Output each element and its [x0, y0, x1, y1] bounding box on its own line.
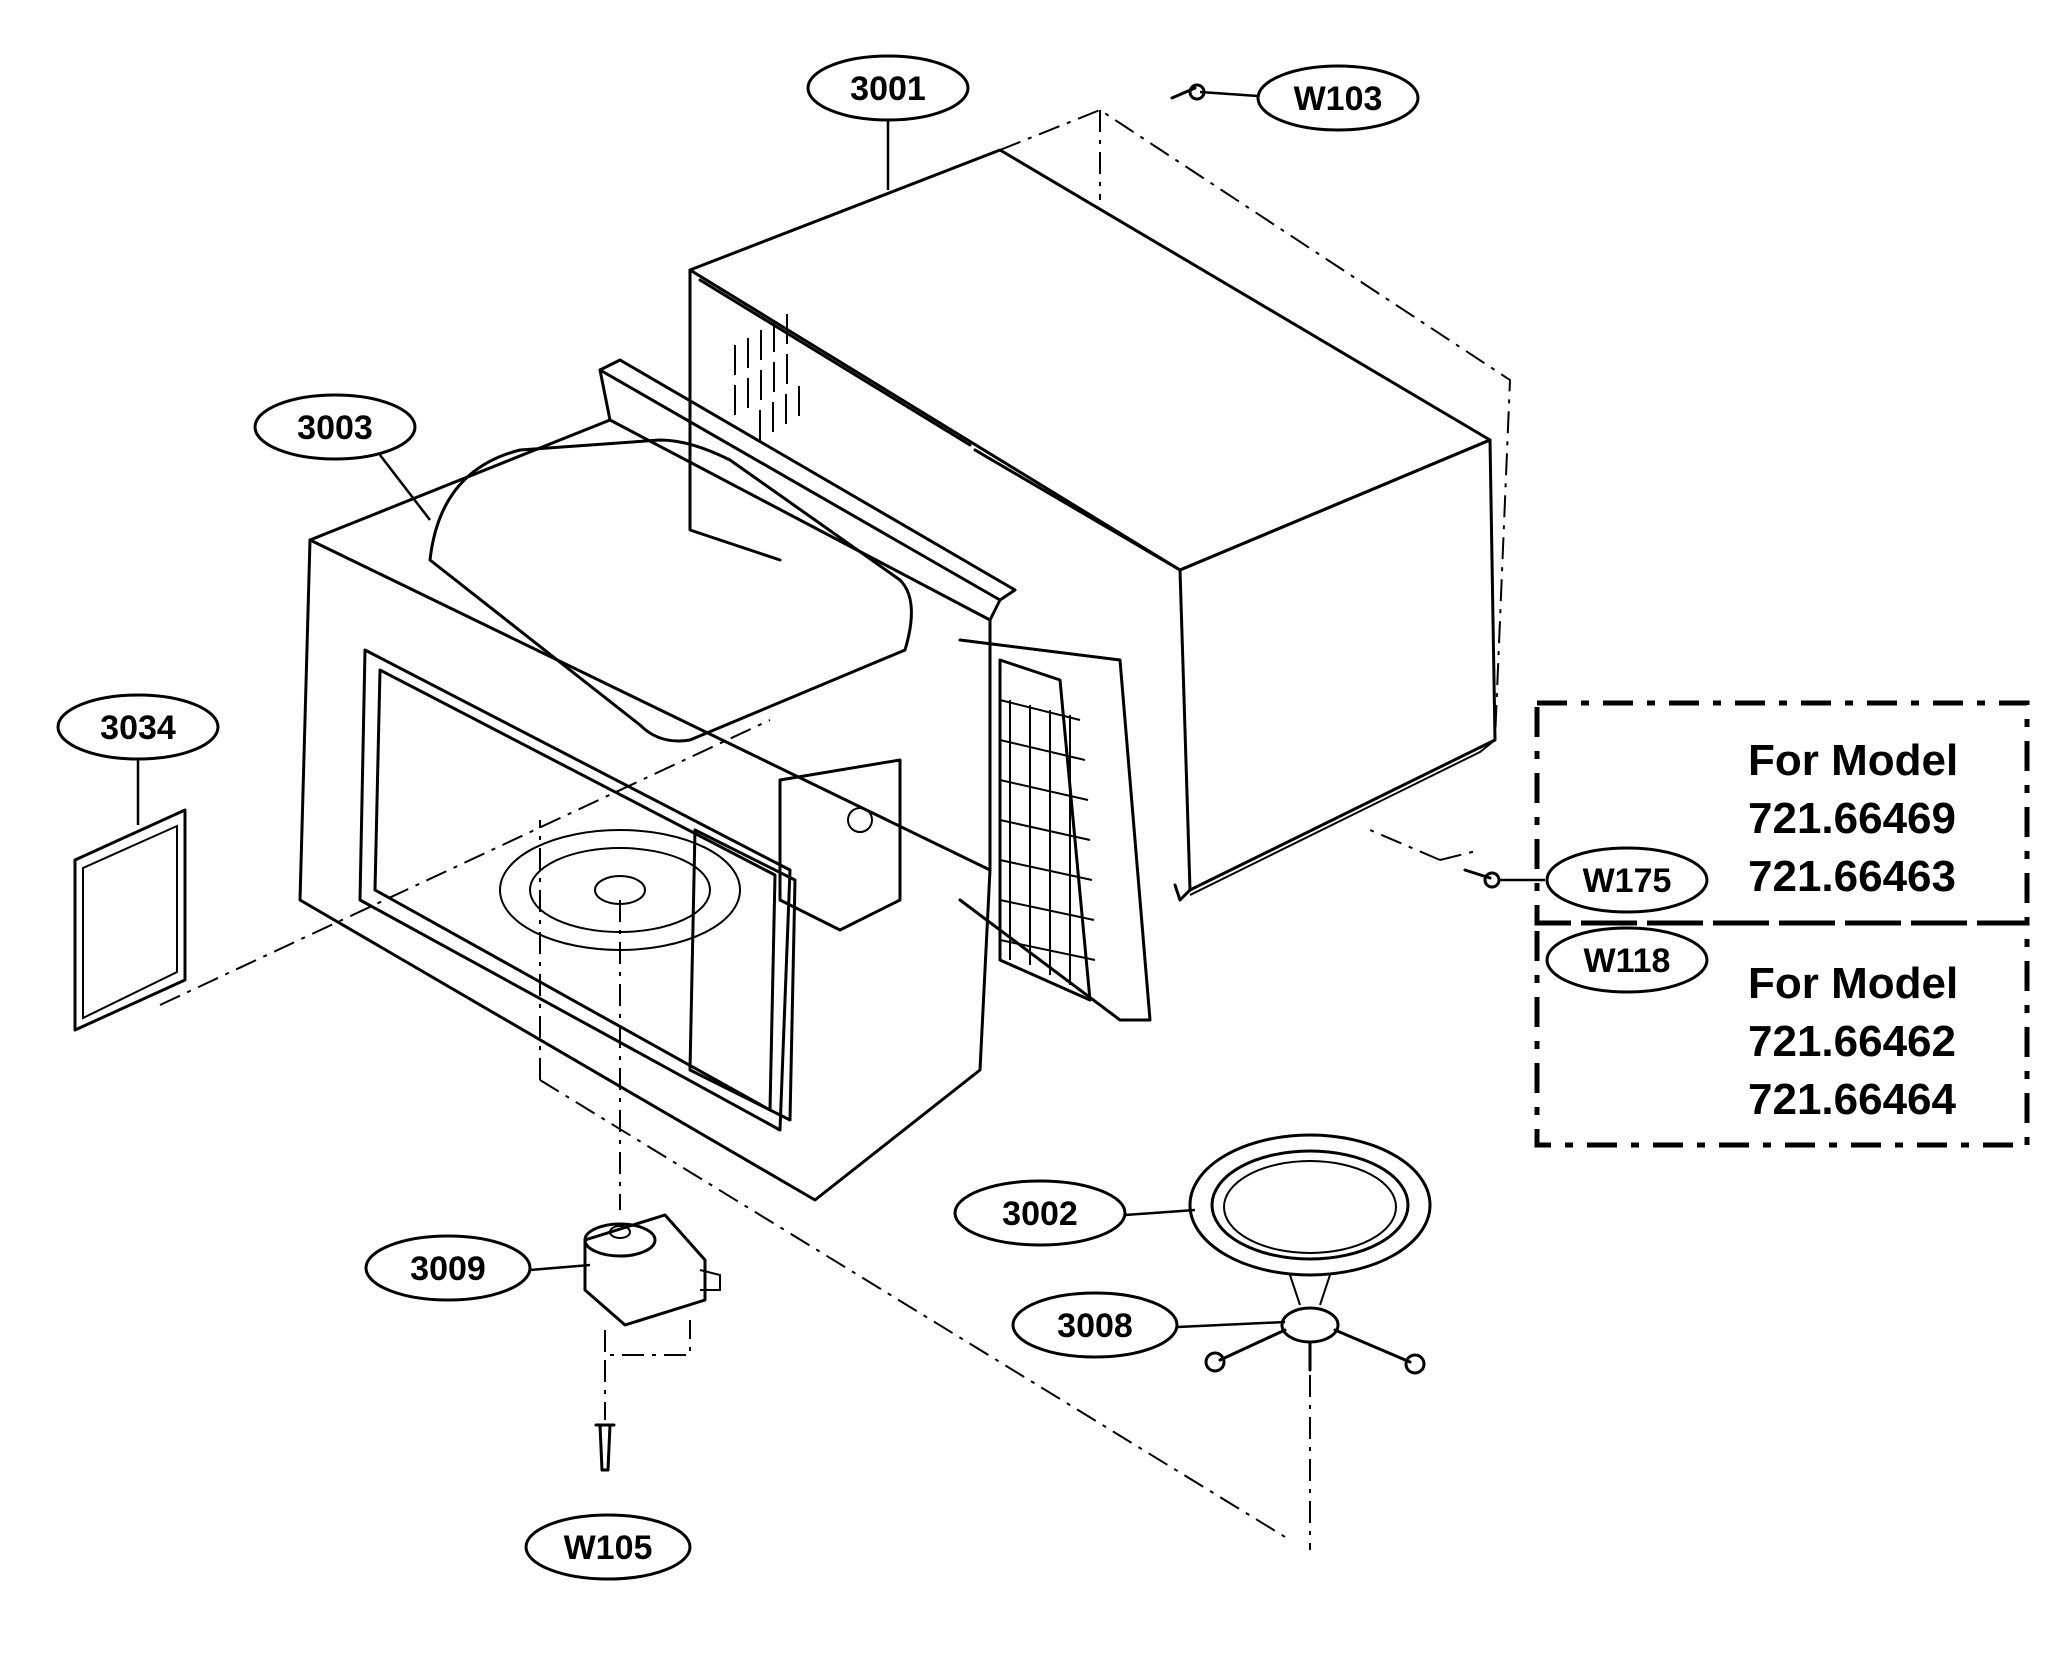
- svg-text:W105: W105: [564, 1529, 653, 1567]
- callout-3002: 3002: [953, 1179, 1127, 1247]
- screw-w103: [1170, 83, 1206, 101]
- callout-3008: 3008: [1011, 1291, 1179, 1359]
- cabinet-envelope-line: [999, 108, 1512, 861]
- glass-tray-3002: [1188, 1133, 1432, 1306]
- svg-text:3003: 3003: [297, 409, 373, 447]
- leader-lines: [136, 90, 1545, 1332]
- svg-text:W103: W103: [1294, 80, 1383, 118]
- svg-text:3008: 3008: [1057, 1307, 1133, 1345]
- svg-text:3002: 3002: [1002, 1195, 1078, 1233]
- model-box-bottom: [1534, 920, 2030, 1148]
- svg-text:3001: 3001: [850, 70, 926, 108]
- svg-text:W175: W175: [1583, 862, 1672, 900]
- model-box-2-heading: For Model: [1748, 959, 1958, 1008]
- svg-text:3034: 3034: [100, 709, 176, 747]
- model-box-1-model-b: 721.66463: [1748, 852, 1956, 901]
- screw-w175: [1463, 868, 1501, 889]
- panel-3034: [73, 808, 187, 1032]
- callout-3034: 3034: [56, 693, 220, 761]
- callout-w175: W175: [1545, 846, 1709, 914]
- model-box-1-model-a: 721.66469: [1748, 794, 1956, 843]
- callout-3009: 3009: [364, 1234, 532, 1302]
- screw-w105: [594, 1423, 616, 1472]
- oven-cavity-3003: [298, 358, 1152, 1202]
- svg-text:3009: 3009: [410, 1250, 486, 1288]
- callout-w103: W103: [1256, 64, 1420, 132]
- model-box-top: [1534, 700, 2030, 926]
- model-box-1-heading: For Model: [1748, 736, 1958, 785]
- cavity-envelope-line: [159, 719, 1291, 1541]
- turntable-motor-3009: [583, 1213, 721, 1420]
- svg-text:W118: W118: [1584, 942, 1671, 980]
- model-box-2-model-b: 721.66464: [1748, 1075, 1957, 1124]
- model-box-2-model-a: 721.66462: [1748, 1017, 1956, 1066]
- callout-w105: W105: [524, 1513, 692, 1581]
- callout-3003: 3003: [253, 393, 417, 461]
- callout-3001: 3001: [806, 54, 970, 122]
- callout-w118: W118: [1545, 926, 1709, 994]
- roller-ring-3008: [1204, 1306, 1426, 1550]
- outer-cabinet-3001: [688, 148, 1497, 902]
